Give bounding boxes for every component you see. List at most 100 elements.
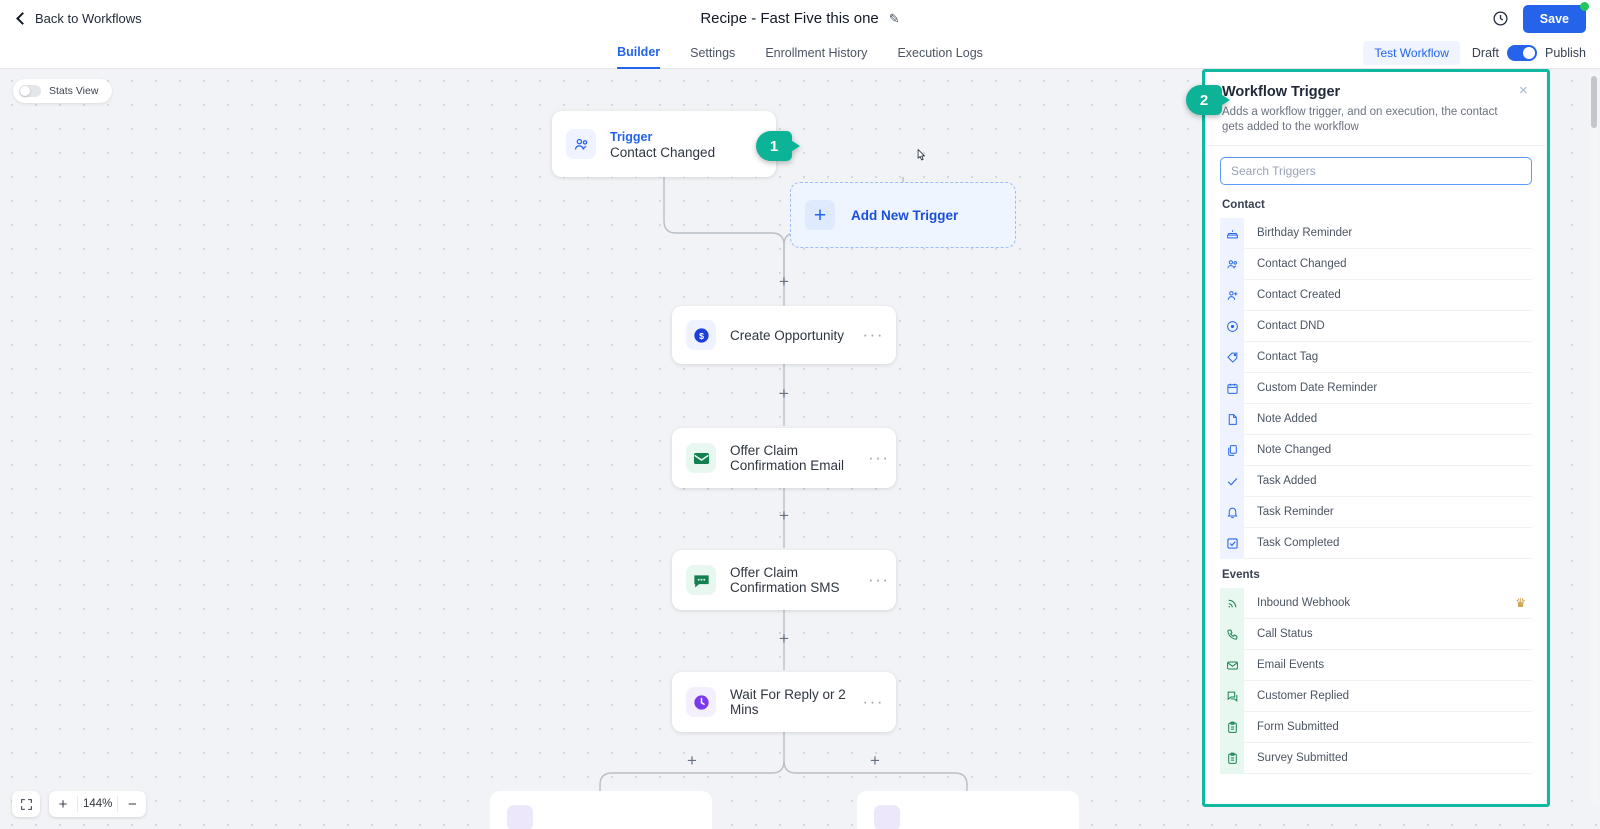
clock-history-icon[interactable] <box>1492 10 1509 27</box>
stats-view-toggle[interactable]: Stats View <box>13 79 113 103</box>
node-menu-button[interactable]: ··· <box>862 692 884 711</box>
trigger-item-contact-tag[interactable]: Contact Tag <box>1220 341 1532 373</box>
crown-icon: ♛ <box>1515 596 1526 610</box>
close-icon[interactable]: × <box>1519 82 1528 99</box>
trigger-item-contact-created[interactable]: Contact Created <box>1220 279 1532 311</box>
test-workflow-button[interactable]: Test Workflow <box>1363 41 1460 65</box>
trigger-item-note-added[interactable]: Note Added <box>1220 403 1532 435</box>
panel-title: Workflow Trigger <box>1222 84 1341 100</box>
check-icon <box>1220 465 1244 497</box>
node-menu-button[interactable]: ··· <box>868 570 890 589</box>
trigger-item-label: Task Reminder <box>1257 506 1334 518</box>
zoom-in-button[interactable]: + <box>58 795 68 813</box>
workflow-node-create-opportunity[interactable]: $ Create Opportunity ··· <box>672 306 896 364</box>
trigger-item-custom-date-reminder[interactable]: Custom Date Reminder <box>1220 372 1532 404</box>
clock-icon <box>686 687 716 717</box>
trigger-item-label: Contact Tag <box>1257 351 1319 363</box>
trigger-item-note-changed[interactable]: Note Changed <box>1220 434 1532 466</box>
trigger-item-survey-submitted[interactable]: Survey Submitted <box>1220 742 1532 774</box>
workflow-title-text: Recipe - Fast Five this one <box>700 10 879 27</box>
trigger-item-email-events[interactable]: Email Events <box>1220 649 1532 681</box>
envelope-icon <box>1220 649 1244 681</box>
save-button-label: Save <box>1539 11 1569 26</box>
trigger-item-label: Note Added <box>1257 413 1318 425</box>
zoom-level-value[interactable]: 144% <box>83 798 113 810</box>
trigger-item-call-status[interactable]: Call Status <box>1220 618 1532 650</box>
tab-enrollment-history[interactable]: Enrollment History <box>765 46 868 60</box>
add-new-trigger-button[interactable]: + Add New Trigger <box>790 182 1016 248</box>
trigger-item-task-reminder[interactable]: Task Reminder <box>1220 496 1532 528</box>
unsaved-changes-dot <box>1580 1 1589 11</box>
workflow-node-wait-for-reply[interactable]: Wait For Reply or 2 Mins ··· <box>672 672 896 732</box>
add-step-button-2[interactable]: + <box>779 384 789 403</box>
trigger-item-label: Contact Created <box>1257 289 1341 301</box>
trigger-kicker: Trigger <box>610 129 653 144</box>
trigger-item-label: Contact DND <box>1257 320 1325 332</box>
switch-knob <box>20 86 30 96</box>
publish-toggle[interactable] <box>1507 45 1537 61</box>
publish-toggle-group: Draft Publish <box>1472 45 1586 61</box>
trigger-node-text: Trigger Contact Changed <box>610 129 776 160</box>
trigger-item-customer-replied[interactable]: Customer Replied <box>1220 680 1532 712</box>
node-text: Wait For Reply or 2 Mins <box>730 687 863 717</box>
step-marker-2: 2 <box>1186 85 1232 115</box>
rss-icon <box>1220 587 1244 619</box>
workflow-node-offer-claim-sms[interactable]: Offer Claim Confirmation SMS ··· <box>672 550 896 610</box>
add-step-button-branch-right[interactable]: + <box>870 751 880 770</box>
scrollbar-thumb[interactable] <box>1591 76 1597 128</box>
trigger-item-label: Contact Changed <box>1257 258 1347 270</box>
bell-icon <box>1220 496 1244 528</box>
add-step-button-1[interactable]: + <box>779 272 789 291</box>
trigger-item-birthday-reminder[interactable]: Birthday Reminder <box>1220 217 1532 249</box>
trigger-item-label: Call Status <box>1257 628 1313 640</box>
step-marker-2-number: 2 <box>1199 91 1209 109</box>
add-step-button-branch-left[interactable]: + <box>687 751 697 770</box>
panel-header: Workflow Trigger Adds a workflow trigger… <box>1206 72 1546 145</box>
stats-view-switch[interactable] <box>19 85 41 97</box>
add-step-button-4[interactable]: + <box>779 629 789 648</box>
add-step-button-3[interactable]: + <box>779 506 789 525</box>
trigger-list[interactable]: Contact Birthday Reminder Contact Change… <box>1206 189 1546 804</box>
tab-builder[interactable]: Builder <box>617 37 661 69</box>
top-header-bar: Back to Workflows Recipe - Fast Five thi… <box>0 0 1600 37</box>
trigger-item-task-completed[interactable]: Task Completed <box>1220 527 1532 559</box>
page-scrollbar[interactable] <box>1590 72 1598 804</box>
workflow-node-trigger[interactable]: Trigger Contact Changed <box>552 111 776 177</box>
trigger-item-form-submitted[interactable]: Form Submitted <box>1220 711 1532 743</box>
workflow-node-offer-claim-email[interactable]: Offer Claim Confirmation Email ··· <box>672 428 896 488</box>
node-title: Offer Claim Confirmation Email <box>730 443 845 473</box>
trigger-item-contact-changed[interactable]: Contact Changed <box>1220 248 1532 280</box>
draft-label: Draft <box>1471 46 1499 60</box>
trigger-item-contact-dnd[interactable]: Contact DND <box>1220 310 1532 342</box>
panel-divider <box>1206 145 1546 146</box>
tab-list: Builder Settings Enrollment History Exec… <box>617 37 983 69</box>
trigger-item-task-added[interactable]: Task Added <box>1220 465 1532 497</box>
node-menu-button[interactable]: ··· <box>862 325 884 344</box>
clipboard-icon <box>1220 742 1244 774</box>
panel-description: Adds a workflow trigger, and on executio… <box>1222 106 1498 133</box>
search-input[interactable] <box>1220 157 1532 185</box>
node-title: Create Opportunity <box>730 327 845 343</box>
trigger-item-label: Task Completed <box>1257 537 1340 549</box>
node-menu-button[interactable]: ··· <box>868 448 890 467</box>
email-icon <box>686 443 716 473</box>
trigger-item-label: Customer Replied <box>1257 690 1350 702</box>
save-button[interactable]: Save <box>1522 1 1589 33</box>
node-text: Offer Claim Confirmation Email <box>730 443 864 473</box>
trigger-item-label: Birthday Reminder <box>1257 227 1353 239</box>
tab-bar-actions: Test Workflow Draft Publish <box>1363 37 1586 69</box>
fit-screen-icon[interactable] <box>12 791 40 817</box>
pencil-icon[interactable]: ✎ <box>888 10 900 26</box>
back-to-workflows-button[interactable]: Back to Workflows <box>16 11 142 26</box>
header-actions: Save <box>1492 0 1589 37</box>
fit-to-screen-button[interactable] <box>12 791 40 817</box>
tab-execution-logs[interactable]: Execution Logs <box>897 46 983 60</box>
trigger-item-inbound-webhook[interactable]: Inbound Webhook ♛ <box>1220 587 1532 619</box>
stats-view-label: Stats View <box>49 85 99 97</box>
node-text: Offer Claim Confirmation SMS <box>730 565 864 595</box>
note-copy-icon <box>1220 434 1244 466</box>
trigger-item-label: Custom Date Reminder <box>1257 382 1378 394</box>
zoom-out-button[interactable]: − <box>128 795 137 813</box>
tab-settings[interactable]: Settings <box>690 46 736 60</box>
